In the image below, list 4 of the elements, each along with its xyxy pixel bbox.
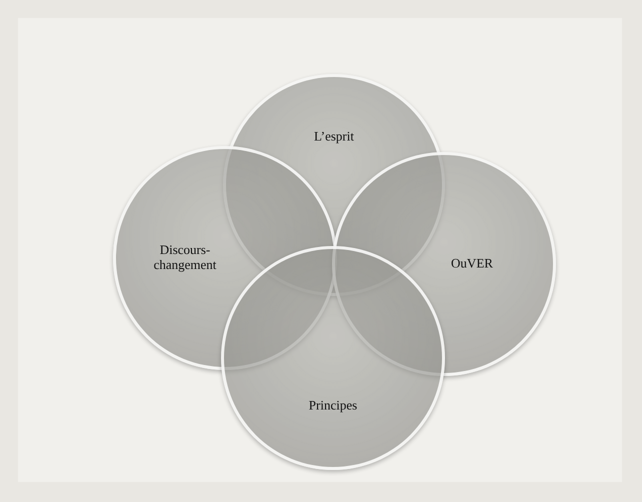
circle-label: Principes — [308, 398, 358, 414]
circle-label: L’esprit — [313, 130, 355, 144]
circle-label: Discours-changement — [152, 243, 218, 273]
circle-label: OuVER — [450, 256, 494, 272]
